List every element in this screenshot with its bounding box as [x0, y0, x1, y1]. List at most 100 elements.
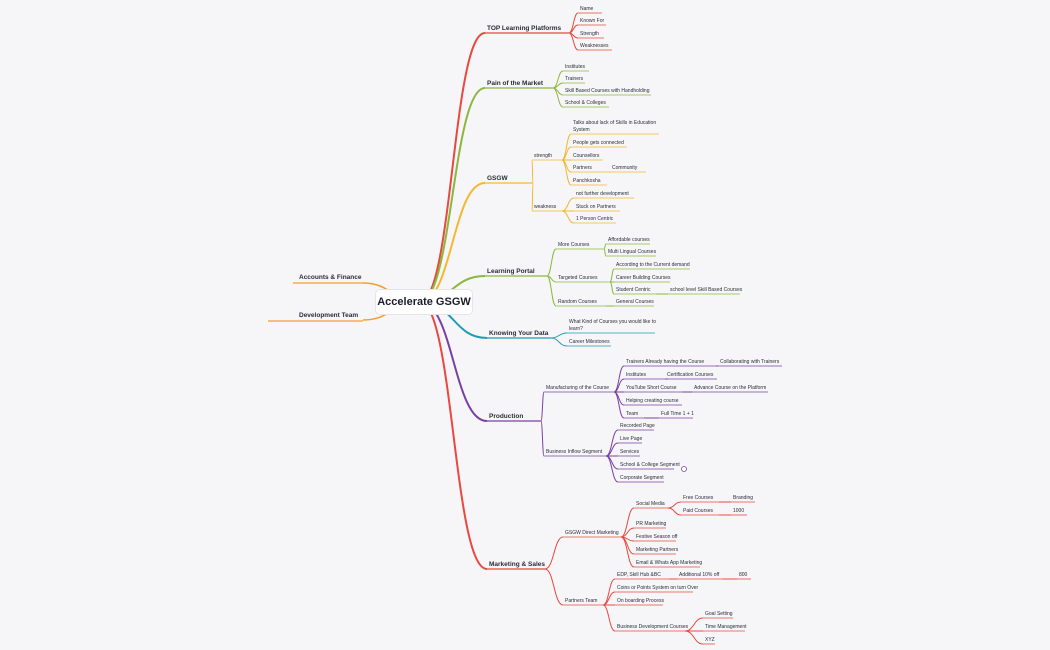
node-school-colleges[interactable]: School & Colleges — [565, 100, 606, 106]
connector-line — [531, 159, 534, 184]
collapse-toggle-icon[interactable] — [681, 466, 687, 472]
node-counsellors[interactable]: Counsellors — [573, 153, 600, 159]
branch-pain-of-the-market[interactable]: Pain of the Market — [487, 80, 544, 87]
node-weakness[interactable]: weakness — [534, 204, 557, 210]
node-random-courses[interactable]: Random Courses — [558, 299, 597, 305]
node-team[interactable]: Team — [626, 411, 638, 417]
node-advance-course-on-the-platform[interactable]: Advance Course on the Platform — [694, 385, 766, 391]
node-800[interactable]: 800 — [739, 572, 748, 578]
node-1-person-centric[interactable]: 1 Person Centric — [576, 216, 614, 222]
branch-production[interactable]: Production — [489, 413, 523, 420]
node-what-kind-of-courses-you-would-like-to-learn[interactable]: What Kind of Courses you would like to — [569, 319, 656, 325]
node-email-whats-app-marketing[interactable]: Email & Whats App Marketing — [636, 560, 702, 566]
main-branch-line — [419, 87, 486, 303]
node-strength[interactable]: Strength — [580, 31, 599, 37]
connector-line — [667, 501, 682, 509]
node-people-gets-connected[interactable]: People gets connected — [573, 140, 624, 146]
connector-line — [603, 243, 607, 250]
connector-line — [684, 630, 704, 645]
node-career-building-courses[interactable]: Career Building Courses — [616, 275, 671, 281]
node-skill-based-courses-with-handholding[interactable]: Skill Based Courses with Handholding — [565, 88, 650, 94]
node-student-centric[interactable]: Student Centric — [616, 287, 651, 293]
node-services[interactable]: Services — [620, 449, 640, 455]
node-on-boarding-process[interactable]: On boarding Process — [617, 598, 664, 604]
node-certification-courses[interactable]: Certification Courses — [667, 372, 714, 378]
node-general-courses[interactable]: General Courses — [616, 299, 654, 305]
node-strength[interactable]: strength — [534, 153, 552, 159]
node-helping-creating-course[interactable]: Helping creating course — [626, 398, 679, 404]
node-talks-about-lack-of-skills-in-education-system[interactable]: System — [573, 127, 590, 133]
branch-marketing-sales[interactable]: Marketing & Sales — [489, 561, 545, 568]
node-affordable-courses[interactable]: Affordable courses — [608, 237, 650, 243]
node-according-to-the-current-demand[interactable]: According to the Current demand — [616, 262, 690, 268]
branch-top-learning-platforms[interactable]: TOP Learning Platforms — [487, 25, 562, 32]
branch-knowing-your-data[interactable]: Knowing Your Data — [489, 330, 549, 337]
node-multi-lingual-courses[interactable]: Multi Lingual Courses — [608, 249, 657, 255]
branch-gsgw[interactable]: GSGW — [487, 175, 508, 182]
node-1000[interactable]: 1000 — [733, 508, 744, 514]
node-free-courses[interactable]: Free Courses — [683, 495, 714, 501]
node-stuck-on-partners[interactable]: Stuck on Partners — [576, 204, 616, 210]
node-institutes[interactable]: Institutes — [626, 372, 647, 378]
main-branch-line — [419, 32, 486, 303]
connector-line — [613, 391, 625, 419]
node-pr-marketing[interactable]: PR Marketing — [636, 521, 667, 527]
node-edp-skill-hub-bc[interactable]: EDP, Skill Hub &BC — [617, 572, 661, 578]
branch-accounts-finance[interactable]: Accounts & Finance — [299, 274, 362, 281]
node-collaborating-with-trainers[interactable]: Collaborating with Trainers — [720, 359, 780, 365]
node-trainers-already-having-the-course[interactable]: Trainers Already having the Course — [626, 359, 704, 365]
connector-line — [546, 275, 557, 307]
connector-line — [602, 578, 616, 606]
node-business-inflow-segment[interactable]: Business Inflow Segment — [546, 449, 603, 455]
connector-line — [561, 197, 575, 212]
node-business-development-courses[interactable]: Business Development Courses — [617, 624, 689, 630]
connector-line — [540, 420, 545, 457]
node-panchkosha[interactable]: Panchkosha — [573, 178, 601, 184]
connector-line — [544, 536, 564, 570]
connector-line — [609, 281, 615, 295]
node-youtube-short-course[interactable]: YouTube Short Course — [626, 385, 677, 391]
node-coins-or-points-system-on-turn-over[interactable]: Coins or Points System on turn Over — [617, 585, 698, 591]
node-what-kind-of-courses-you-would-like-to-learn[interactable]: learn? — [569, 326, 583, 332]
node-career-milestones[interactable]: Career Milestones — [569, 339, 610, 345]
node-social-media[interactable]: Social Media — [636, 501, 665, 507]
node-more-courses[interactable]: More Courses — [558, 242, 590, 248]
node-known-for[interactable]: Known For — [580, 18, 605, 24]
node-weaknesses[interactable]: Weaknesses — [580, 43, 609, 49]
node-paid-courses[interactable]: Paid Courses — [683, 508, 714, 514]
connector-line — [620, 536, 635, 568]
node-branding[interactable]: Branding — [733, 495, 753, 501]
node-full-time-1-1[interactable]: Full Time 1 + 1 — [661, 411, 694, 417]
connector-line — [667, 507, 682, 516]
node-additional-10-off[interactable]: Additional 10% off — [679, 572, 720, 578]
node-not-further-development[interactable]: not further development — [576, 191, 629, 197]
node-corporate-segment[interactable]: Corporate Segment — [620, 475, 664, 481]
node-institutes[interactable]: Institutes — [565, 64, 586, 70]
node-partners-team[interactable]: Partners Team — [565, 598, 597, 604]
node-trainers[interactable]: Trainers — [565, 76, 584, 82]
node-manufacturing-of-the-course[interactable]: Manufacturing of the Course — [546, 385, 609, 391]
root-node[interactable]: Accelerate GSGW — [376, 290, 472, 314]
node-name[interactable]: Name — [580, 6, 594, 12]
node-festive-season-off[interactable]: Festive Season off — [636, 534, 678, 540]
node-marketing-partners[interactable]: Marketing Partners — [636, 547, 679, 553]
connector-line — [605, 429, 619, 457]
node-talks-about-lack-of-skills-in-education-system[interactable]: Talks about lack of Skills in Education — [573, 120, 656, 126]
node-xyz[interactable]: XYZ — [705, 637, 715, 643]
connector-line — [568, 12, 579, 34]
node-targeted-courses[interactable]: Targeted Courses — [558, 275, 598, 281]
node-time-management[interactable]: Time Management — [705, 624, 747, 630]
node-gsgw-direct-marketing[interactable]: GSGW Direct Marketing — [565, 530, 619, 536]
node-community[interactable]: Community — [612, 165, 638, 171]
node-goal-setting[interactable]: Goal Setting — [705, 611, 733, 617]
node-partners[interactable]: Partners — [573, 165, 592, 171]
connector-line — [544, 568, 564, 606]
branch-development-team[interactable]: Development Team — [299, 312, 358, 319]
node-recorded-page[interactable]: Recorded Page — [620, 423, 655, 429]
node-school-college-segment[interactable]: School & College Segment — [620, 462, 680, 468]
branch-learning-portal[interactable]: Learning Portal — [487, 268, 535, 275]
node-live-page[interactable]: Live Page — [620, 436, 642, 442]
node-school-level-skill-based-courses[interactable]: school level Skill Based Courses — [670, 287, 743, 293]
connector-line — [546, 248, 557, 277]
